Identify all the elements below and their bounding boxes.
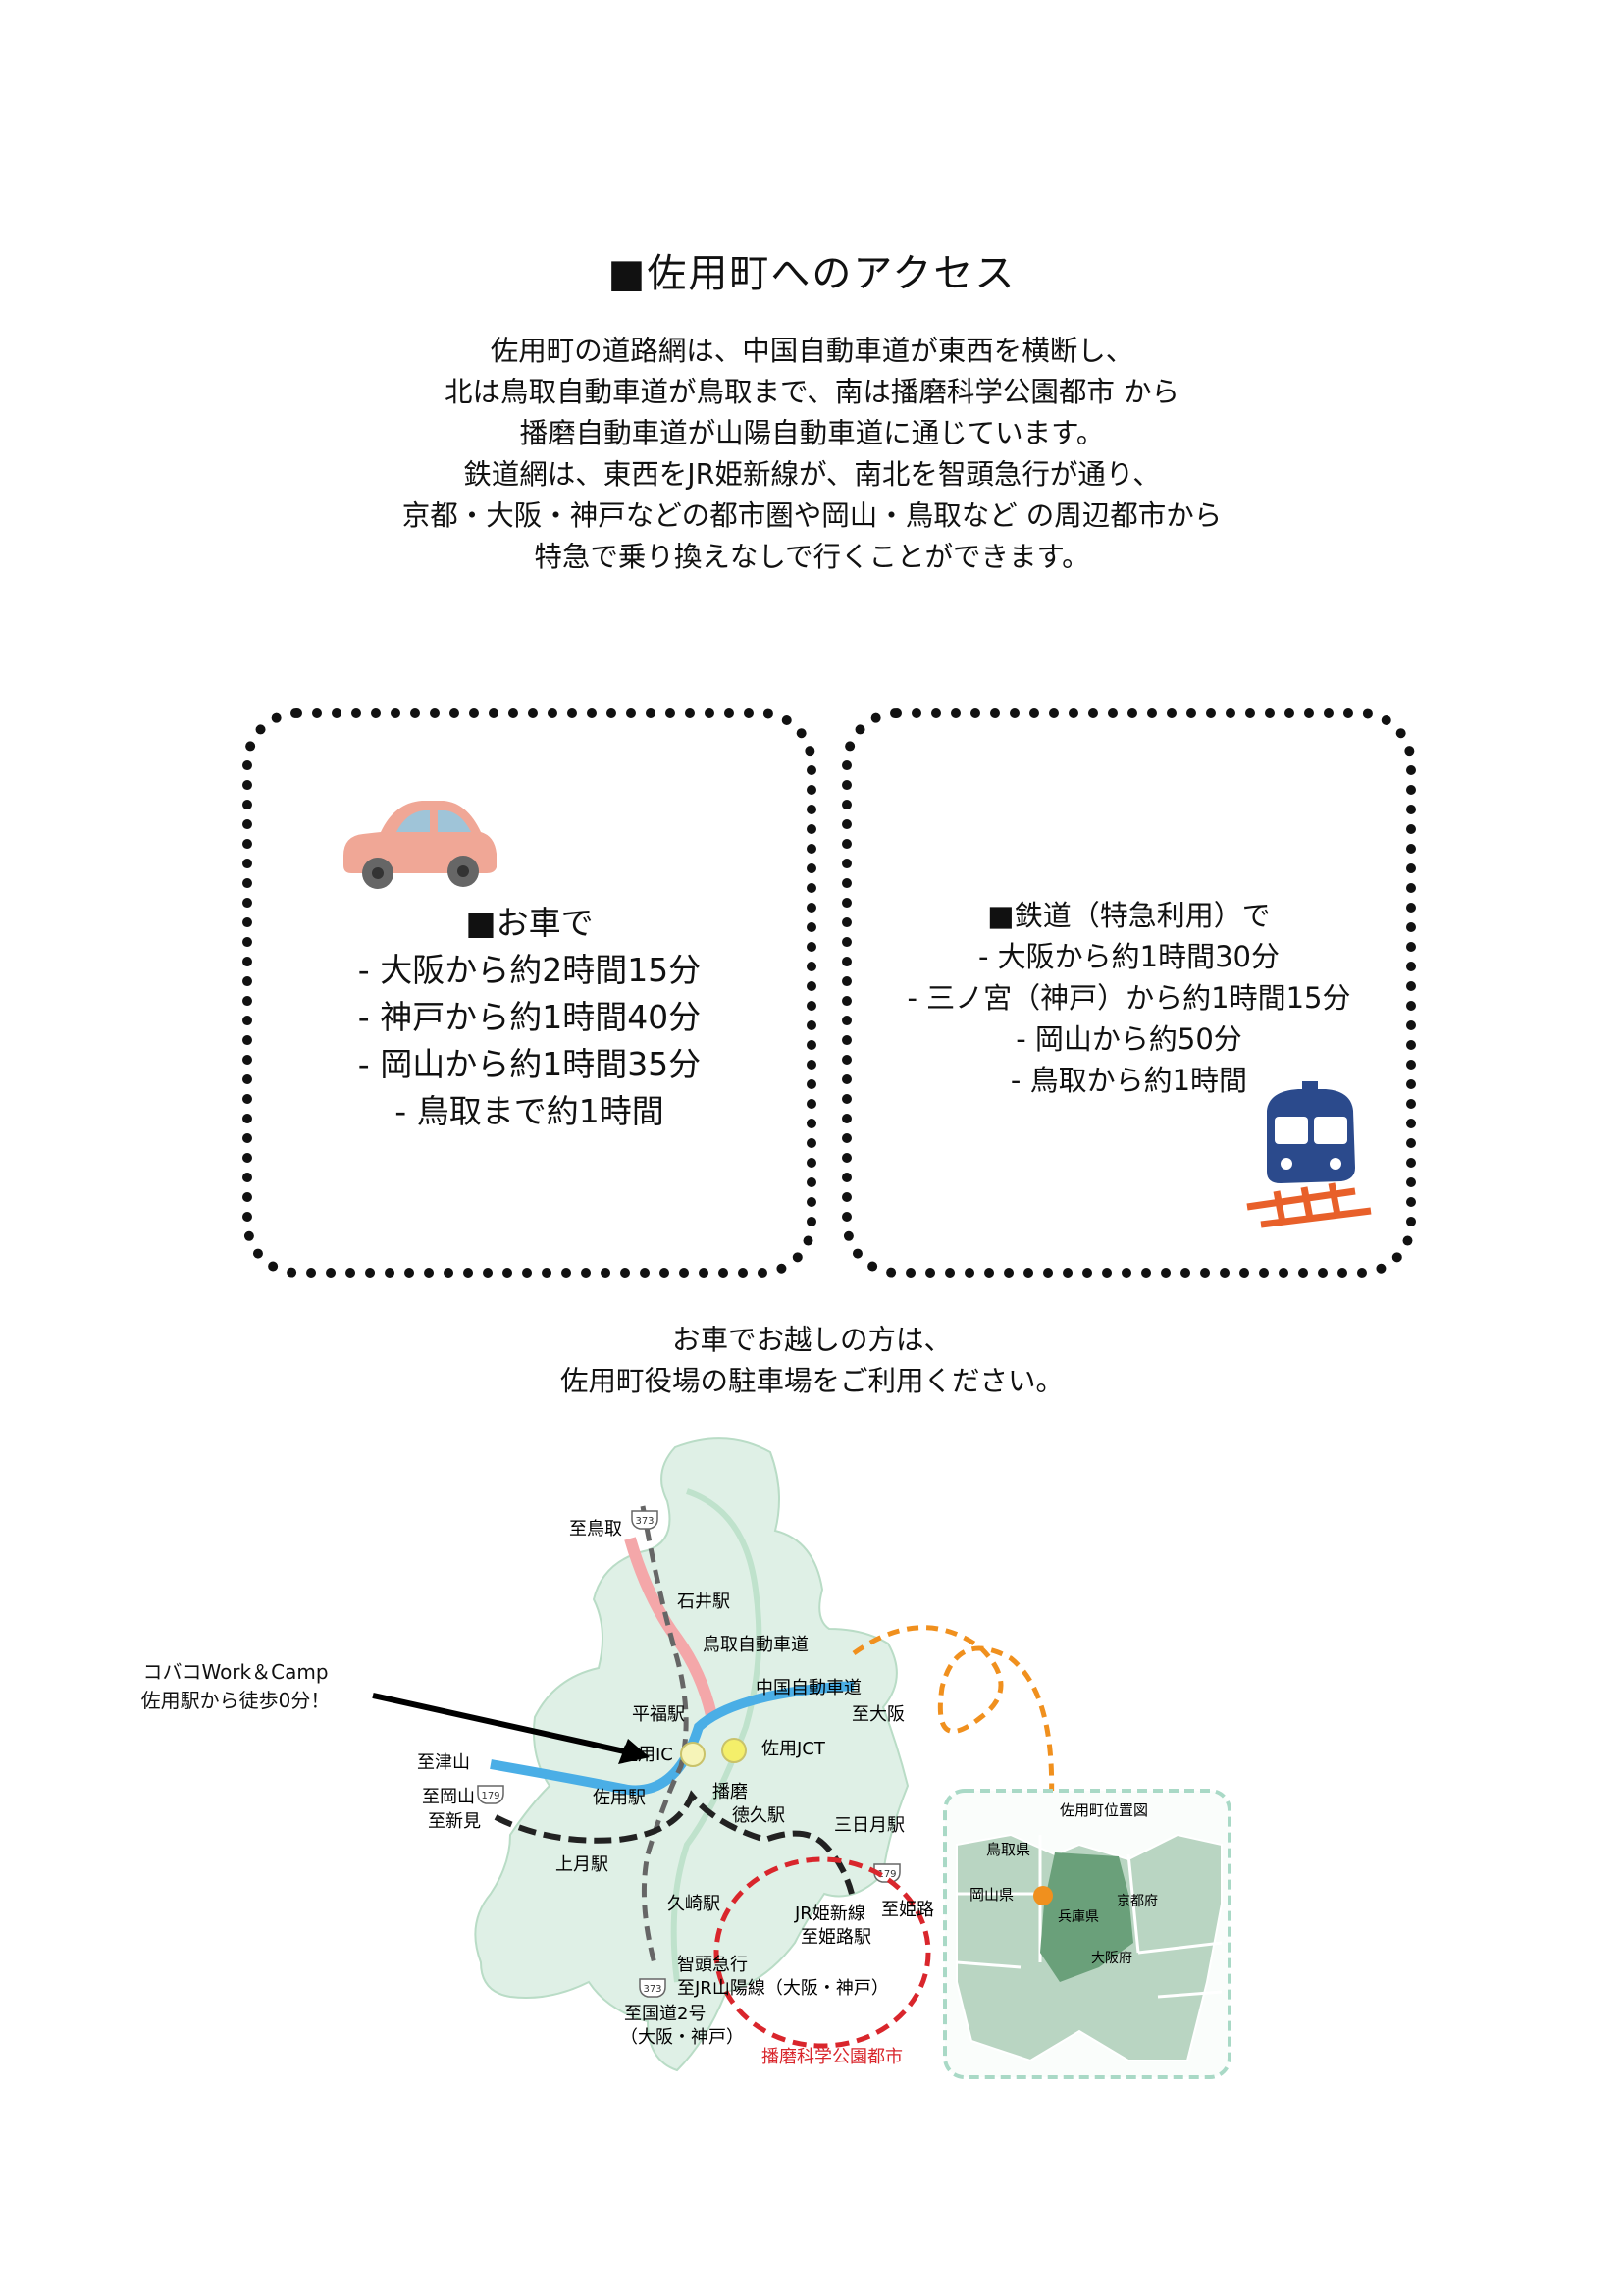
route-373-top: 373 [635, 1516, 654, 1527]
kobako-callout: コバコWork＆Camp 佐用駅から徒歩0分！ [108, 1658, 363, 1715]
page-title: ■佐用町へのアクセス [607, 251, 1017, 296]
label-hirafuku-station: 平福駅 [632, 1704, 685, 1725]
jr-kishin-line [494, 1790, 855, 1895]
label-to-himeji-road: 至姫路 [881, 1900, 934, 1920]
label-to-okayama: 至岡山 [422, 1787, 475, 1807]
train-window-right [1314, 1117, 1347, 1144]
label-kozuki-station: 上月駅 [555, 1854, 608, 1875]
inset-sayo-marker [1033, 1886, 1053, 1905]
intro-line: 特急で乗り換えなしで行くことができます。 [534, 541, 1090, 573]
callout-arrowhead [618, 1739, 650, 1764]
label-ishii-station: 石井駅 [677, 1592, 730, 1612]
tottori-expressway [624, 1537, 717, 1717]
train-access-text: ■鉄道（特急利用）で - 大阪から約1時間30分 - 三ノ宮（神戸）から約1時間… [852, 895, 1406, 1101]
car-line: - 岡山から約1時間35分 [357, 1045, 702, 1083]
train-line: - 岡山から約50分 [1016, 1022, 1242, 1056]
route-179-right: 179 [877, 1869, 896, 1880]
intro-paragraph: 佐用町の道路網は、中国自動車道が東西を横断し、 北は鳥取自動車道が鳥取まで、南は… [0, 331, 1624, 578]
label-to-osaka: 至大阪 [852, 1704, 905, 1725]
inset-hyogo-label: 兵庫県 [1058, 1908, 1099, 1925]
car-line: - 大阪から約2時間15分 [357, 951, 702, 989]
inset-title: 佐用町位置図 [1060, 1801, 1148, 1819]
label-to-route-2: 至国道2号 [624, 2004, 706, 2024]
label-harima-science-city: 播磨科学公園都市 [761, 2047, 903, 2067]
car-heading: ■お車で [465, 904, 594, 942]
parking-line: 佐用町役場の駐車場をご利用ください。 [559, 1365, 1064, 1397]
car-line: - 鳥取まで約1時間 [394, 1092, 664, 1130]
label-jr-kishin-line: JR姫新線 [794, 1904, 865, 1924]
label-tokukyu-station: 徳久駅 [732, 1805, 785, 1826]
harima-science-circle [713, 1856, 931, 2049]
label-kuzaki-station: 久崎駅 [667, 1894, 720, 1914]
train-line: - 鳥取から約1時間 [1010, 1064, 1248, 1097]
label-sayo-jct: 佐用JCT [761, 1739, 826, 1759]
parking-line: お車でお越しの方は、 [671, 1324, 952, 1356]
label-sayo-station: 佐用駅 [593, 1788, 646, 1808]
label-tottori-expressway: 鳥取自動車道 [703, 1635, 809, 1655]
intro-line: 佐用町の道路網は、中国自動車道が東西を横断し、 [490, 335, 1134, 367]
train-line: - 三ノ宮（神戸）から約1時間15分 [907, 981, 1351, 1015]
label-to-jr-sanyo: 至JR山陽線（大阪・神戸） [677, 1978, 889, 1999]
inset-kyoto: 京都府 [1117, 1894, 1158, 1909]
label-chizu-express: 智頭急行 [677, 1955, 748, 1975]
location-connector [852, 1625, 1055, 1826]
intro-line: 鉄道網は、東西をJR姫新線が、南北を智頭急行が通り、 [463, 458, 1161, 491]
car-line: - 神戸から約1時間40分 [357, 998, 702, 1036]
car-access-text: ■お車で - 大阪から約2時間15分 - 神戸から約1時間40分 - 岡山から約… [252, 900, 807, 1135]
label-harima: 播磨 [712, 1782, 748, 1802]
train-window-left [1275, 1117, 1308, 1144]
sayo-ic-node [680, 1742, 706, 1767]
car-window-rear [438, 810, 471, 832]
label-mikazuki-station: 三日月駅 [834, 1815, 905, 1836]
car-access-box: ■お車で - 大阪から約2時間15分 - 神戸から約1時間40分 - 岡山から約… [242, 708, 816, 1278]
label-to-tottori: 至鳥取 [569, 1519, 622, 1539]
inset-tottori: 鳥取県 [986, 1841, 1030, 1858]
route-179-left: 179 [481, 1791, 499, 1801]
train-light [1281, 1158, 1292, 1170]
intro-line: 北は鳥取自動車道が鳥取まで、南は播磨科学公園都市 から [445, 376, 1179, 408]
label-osaka-kobe: （大阪・神戸） [620, 2027, 744, 2048]
rail-track [1246, 1182, 1372, 1228]
route-373-bottom: 373 [643, 1984, 661, 1995]
sayo-jct-node [721, 1738, 747, 1763]
inset-hyogo [1040, 1852, 1133, 1982]
inset-okayama: 岡山県 [969, 1886, 1014, 1904]
parking-note: お車でお越しの方は、 佐用町役場の駐車場をご利用ください。 [0, 1320, 1624, 1402]
route-shield: 373 [639, 1978, 666, 1998]
route-shield: 179 [477, 1785, 504, 1804]
label-chugoku-expressway: 中国自動車道 [756, 1678, 862, 1698]
train-heading: ■鉄道（特急利用）で [987, 899, 1271, 932]
area-map: 373 179 179 373 至鳥取 石井駅 鳥取自動車道 中国自動車道 至大… [372, 1437, 1231, 2079]
intro-line: 播磨自動車道が山陽自動車道に通じています。 [519, 417, 1105, 449]
car-window-front [396, 810, 430, 832]
car-icon [343, 801, 497, 889]
chizu-express-line [640, 1505, 689, 1968]
train-icon [1246, 1081, 1372, 1228]
inset-osaka: 大阪府 [1091, 1951, 1132, 1966]
train-access-box: ■鉄道（特急利用）で - 大阪から約1時間30分 - 三ノ宮（神戸）から約1時間… [842, 708, 1416, 1278]
label-sayo-ic: 佐用IC [620, 1745, 673, 1765]
train-line: - 大阪から約1時間30分 [977, 940, 1281, 973]
label-to-niimi: 至新見 [428, 1811, 481, 1832]
callout-line: 佐用駅から徒歩0分！ [140, 1689, 331, 1712]
label-to-himeji-station: 至姫路駅 [801, 1927, 871, 1948]
callout-arrow [372, 1693, 639, 1757]
route-shield: 373 [631, 1510, 658, 1530]
intro-line: 京都・大阪・神戸などの都市圏や岡山・鳥取など の周辺都市から [401, 499, 1223, 532]
label-to-tsuyama: 至津山 [417, 1752, 470, 1773]
callout-line: コバコWork＆Camp [142, 1660, 329, 1684]
